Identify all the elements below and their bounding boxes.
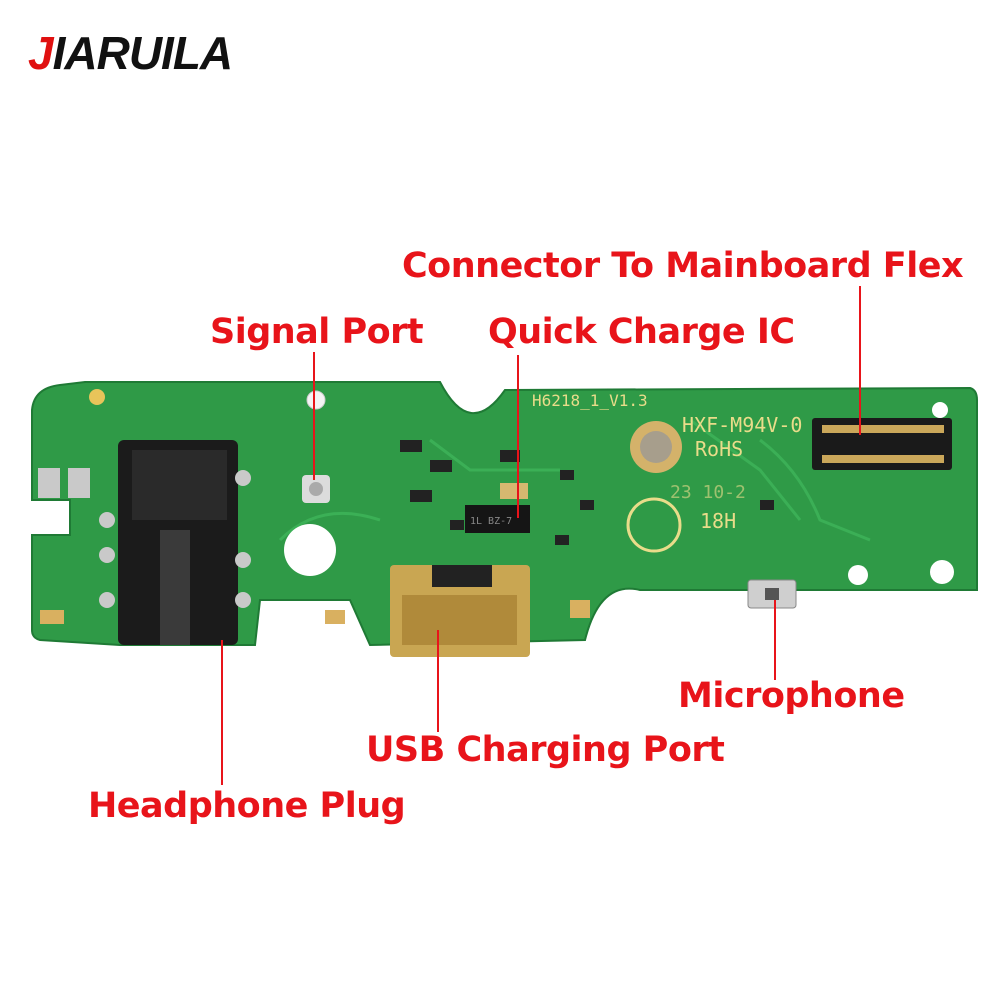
label-quick-charge: Quick Charge IC [488,312,795,352]
quick-charge-ic [465,505,530,533]
silk-rohs: RoHS [695,437,743,461]
silk-part: H6218_1_V1.3 [532,391,648,410]
label-signal-port: Signal Port [210,312,424,352]
chip-marking: 1L BZ-7 [470,516,512,527]
label-usb-port: USB Charging Port [366,730,725,770]
silk-model: HXF-M94V-0 [682,413,802,437]
silk-date: 23 10-2 [670,482,746,503]
label-headphone: Headphone Plug [88,786,406,826]
brand-logo: JIARUILA [28,27,233,79]
label-microphone: Microphone [678,676,905,716]
silk-code: 18H [700,509,736,533]
label-connector: Connector To Mainboard Flex [402,246,964,286]
